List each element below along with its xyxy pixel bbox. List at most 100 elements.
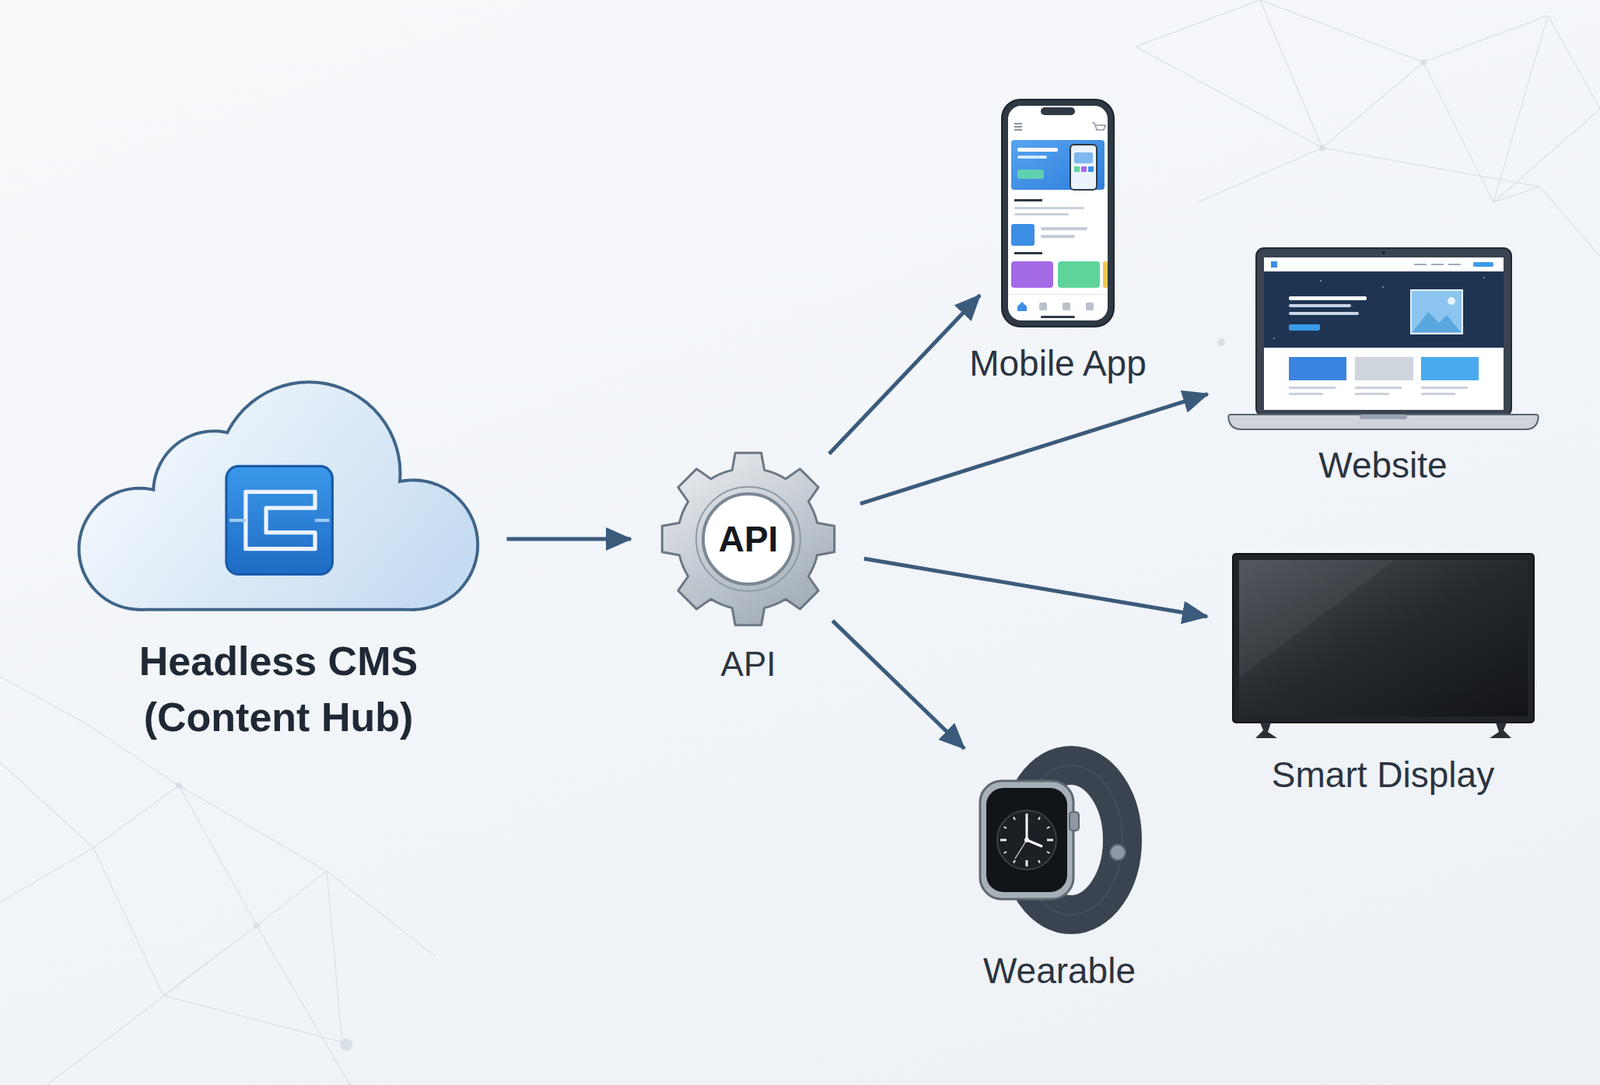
laptop-part: [1410, 290, 1463, 334]
phone-part: [1040, 315, 1075, 319]
phone-part: [1014, 199, 1043, 202]
cloud-node: Headless CMS (Content Hub): [60, 379, 497, 746]
flow-arrow: [860, 394, 1208, 505]
cloud-part: [80, 383, 477, 609]
laptop-part: [1414, 263, 1427, 266]
laptop-part: [1263, 257, 1504, 410]
watch-part: [980, 780, 1074, 900]
laptop-part: [1447, 297, 1456, 305]
laptop-shape: [1227, 246, 1540, 431]
laptop-part: [1319, 280, 1322, 282]
watch-part: [1109, 844, 1126, 861]
laptop-part: [1270, 261, 1278, 268]
node-label: Smart Display: [1219, 752, 1547, 797]
phone-part: [1039, 302, 1047, 311]
laptop-part: [1288, 311, 1359, 316]
laptop-part: [1483, 276, 1485, 279]
laptop-part: [1263, 271, 1504, 348]
phone-part: [1008, 105, 1108, 321]
flow-arrow: [864, 558, 1208, 617]
network-dot: [1217, 338, 1226, 347]
tv-part: [1255, 722, 1278, 739]
laptop-part: [1273, 337, 1275, 340]
watch-part: [1013, 860, 1016, 863]
watch-part: [1015, 840, 1027, 859]
laptop-part: [1382, 286, 1384, 288]
device-node: Website: [1219, 246, 1547, 496]
watch-part: [1025, 860, 1029, 867]
phone-part: [1001, 99, 1114, 327]
phone-part: [1070, 144, 1097, 190]
device-node: Wearable: [934, 745, 1184, 995]
watch-part: [1046, 826, 1050, 829]
phone-part: [1008, 294, 1108, 295]
watch-shape: [977, 745, 1142, 937]
watch-part: [1004, 851, 1007, 854]
network-dot: [1319, 144, 1326, 151]
cloud-part: [225, 465, 332, 575]
laptop-part: [1288, 357, 1347, 381]
node-label: API: [670, 642, 827, 687]
laptop-part: [1354, 357, 1414, 381]
cloud-part: [139, 491, 413, 609]
network-dot: [339, 1038, 353, 1051]
watch-part: [1000, 839, 1007, 842]
laptop-part: [1421, 357, 1479, 381]
phone-part: [1017, 147, 1058, 152]
network-dot: [253, 922, 260, 929]
laptop-part: [1288, 392, 1324, 396]
phone-part: [1011, 261, 1054, 288]
watch-part: [1038, 860, 1040, 863]
watch-part: [1004, 826, 1007, 829]
watch-part: [1046, 851, 1050, 854]
flow-arrow: [832, 620, 964, 749]
gear-label: API: [670, 517, 827, 561]
phone-part: [1092, 122, 1106, 130]
phone-part: [1017, 155, 1047, 159]
device-node: Smart Display: [1219, 553, 1547, 802]
phone-part: [1085, 302, 1094, 311]
watch-part: [1069, 812, 1079, 831]
flow-arrow: [829, 294, 981, 454]
node-label: Website: [1219, 443, 1547, 487]
network-line: [1322, 147, 1600, 257]
laptop-part: [1288, 386, 1336, 389]
watch-part: [1046, 839, 1054, 842]
tv-part: [1239, 560, 1528, 717]
phone-part: [1040, 107, 1075, 116]
phone-part: [1014, 129, 1023, 131]
phone-part: [1040, 234, 1075, 239]
gear-part: [661, 452, 834, 625]
connector-group: [507, 294, 1208, 749]
watch-part: [997, 810, 1057, 870]
laptop-part: [1354, 386, 1402, 389]
network-dot: [1420, 59, 1427, 66]
phone-shape: [1000, 98, 1116, 329]
watch-part: [1024, 837, 1030, 843]
network-line: [178, 785, 327, 926]
api-gear: API API: [631, 449, 865, 691]
tv-part: [1239, 560, 1396, 678]
flow-arrow: [507, 537, 632, 542]
phone-part: [1081, 166, 1087, 172]
network-line: [1493, 15, 1548, 203]
network-line: [0, 847, 257, 1085]
laptop-part: [1256, 248, 1512, 417]
cloud-part: [228, 518, 330, 522]
network-line: [0, 762, 351, 1085]
cloud-part: [245, 491, 315, 549]
network-line: [1260, 0, 1600, 203]
watch-part: [1038, 817, 1040, 820]
tv-part: [1232, 553, 1534, 723]
tv-part: [1489, 722, 1512, 739]
device-node: Mobile App: [933, 98, 1183, 394]
phone-part: [1017, 301, 1027, 312]
laptop-part: [1382, 251, 1386, 255]
phone-part: [1074, 152, 1093, 164]
tv-shape: [1232, 553, 1535, 740]
network-dot: [175, 782, 183, 789]
cloud-part: [139, 491, 413, 609]
